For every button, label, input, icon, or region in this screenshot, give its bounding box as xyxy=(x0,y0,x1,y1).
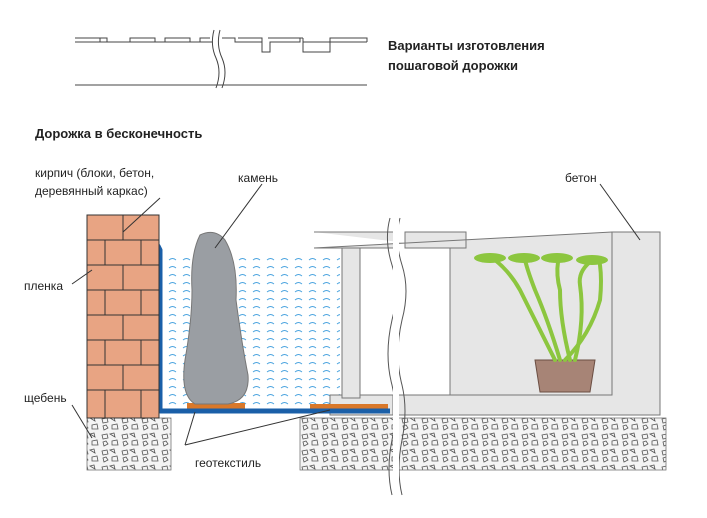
label-film: пленка xyxy=(24,279,63,293)
geotextile-strip-right xyxy=(310,404,388,412)
label-gravel: щебень xyxy=(24,391,67,405)
label-stone: камень xyxy=(238,171,278,185)
brick-wall xyxy=(86,214,160,419)
plant-in-pot xyxy=(474,253,608,393)
label-brick-line2: деревянный каркас) xyxy=(35,184,148,198)
gravel-bed-right xyxy=(299,417,667,471)
header-title-line2: пошаговой дорожки xyxy=(388,58,518,73)
label-brick: кирпич (блоки, бетон, xyxy=(35,166,154,180)
geotextile-strip-left xyxy=(187,403,245,411)
gravel-bed-left xyxy=(86,417,172,471)
stone xyxy=(183,231,249,405)
leader-lines xyxy=(71,183,641,446)
label-geotextile: геотекстиль xyxy=(195,456,261,470)
label-concrete: бетон xyxy=(565,171,597,185)
section-title: Дорожка в бесконечность xyxy=(35,126,202,141)
header-title-line1: Варианты изготовления xyxy=(388,38,545,53)
step-path-variants xyxy=(75,29,368,89)
